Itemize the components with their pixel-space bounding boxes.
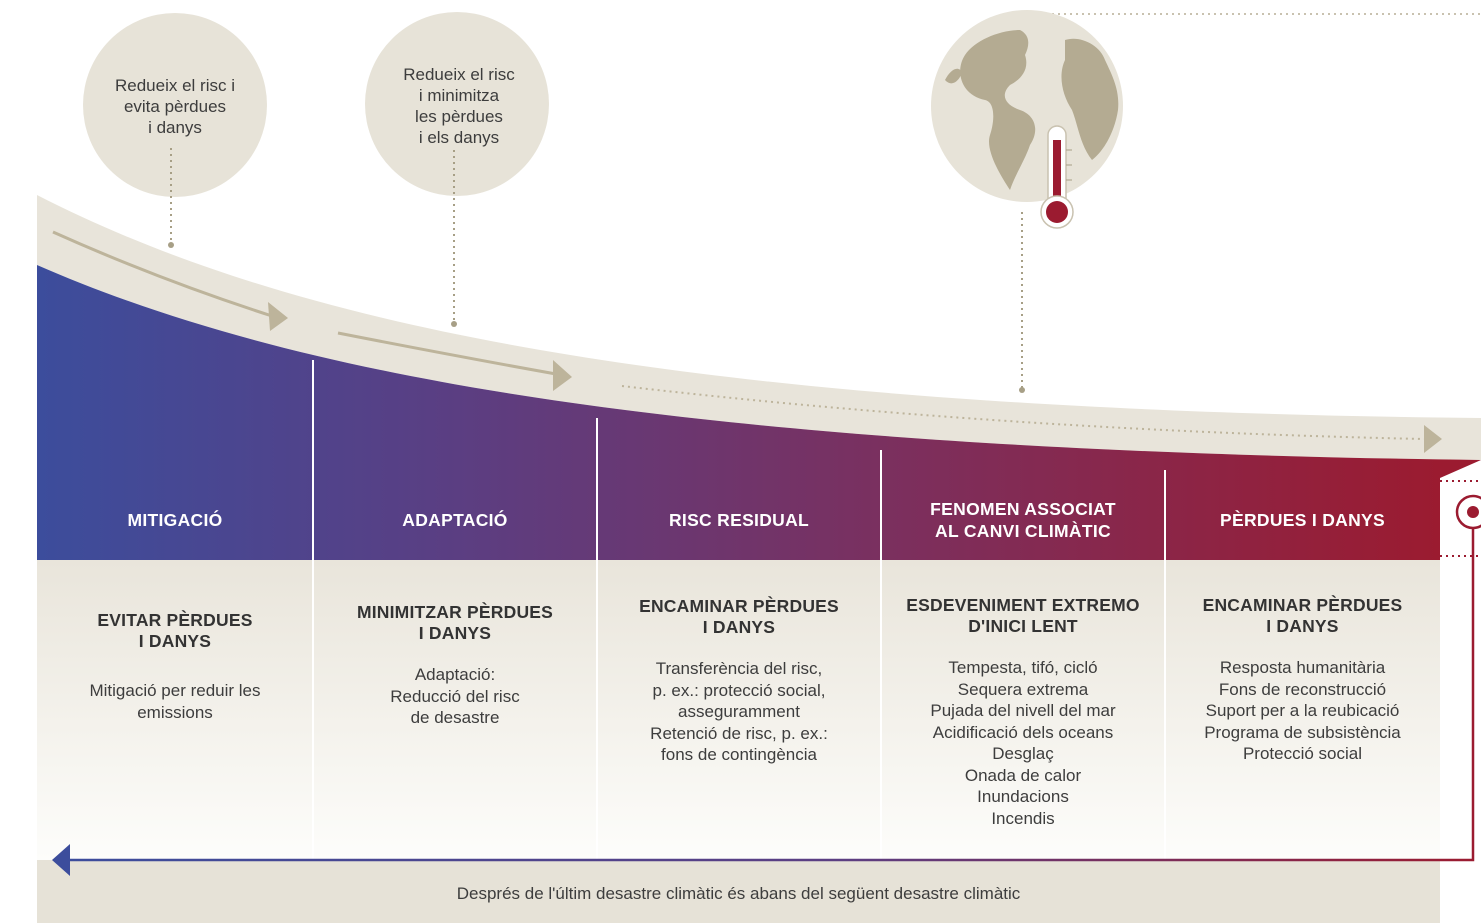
stage-label-mitigation: MITIGACIÓ [127,510,223,530]
target-icon [1455,494,1481,530]
column-body: Transferència del risc, p. ex.: protecci… [650,659,828,764]
column-title: EVITAR PÈRDUES I DANYS [97,610,253,651]
arrow-mitigation [52,230,288,331]
column-mitigation: EVITAR PÈRDUES I DANYS Mitigació per red… [37,562,313,906]
globe-icon [931,10,1123,202]
bubble-2-dot [451,321,457,327]
column-title: ENCAMINAR PÈRDUES I DANYS [639,596,839,637]
stage-label-loss-damage: PÈRDUES I DANYS [1220,510,1385,530]
bubble-1 [83,13,267,197]
globe-dot [1019,387,1025,393]
column-title: ESDEVENIMENT EXTREMO D'INICI LENT [906,595,1140,636]
footer-band [37,860,1440,923]
arrow-dotted [621,385,1442,453]
stage-gradient-band [37,265,1481,560]
thermometer-icon [1040,125,1074,229]
column-title: ENCAMINAR PÈRDUES I DANYS [1202,595,1403,636]
bubble-1-text: Redueix el risc i evita pèrdues i danys [115,76,235,137]
column-body: Tempesta, tifó, cicló Sequera extrema Pu… [930,658,1116,828]
bubble-1-dot [168,242,174,248]
column-adaptation: MINIMITZAR PÈRDUES I DANYS Adaptació: Re… [313,562,597,898]
footer-caption: Després de l'últim desastre climàtic és … [456,884,1021,903]
arrow-left-icon [52,844,70,876]
bubble-2-text: Redueix el risc i minimitza les pèrdues … [403,65,515,147]
cycle-return-line [66,528,1475,862]
stage-label-adaptation: ADAPTACIÓ [402,510,508,530]
column-dividers [312,360,1166,860]
column-body: Resposta humanitària Fons de reconstrucc… [1204,658,1401,763]
lower-panel [37,560,1440,860]
column-title: MINIMITZAR PÈRDUES I DANYS [356,602,554,643]
column-climate-phenomenon: ESDEVENIMENT EXTREMO D'INICI LENT Tempes… [881,562,1165,891]
stage-label-climate-phenomenon: FENOMEN ASSOCIAT AL CANVI CLIMÀTIC [930,499,1116,541]
arrow-adaptation [337,331,572,391]
bubble-2 [365,12,549,196]
stage-label-residual-risk: RISC RESIDUAL [668,510,810,530]
column-residual-risk: ENCAMINAR PÈRDUES I DANYS Transferència … [597,562,881,892]
timeline-band [37,195,1481,460]
column-body: Adaptació: Reducció del risc de desastre [390,665,520,727]
column-body: Mitigació per reduir les emissions [89,681,261,722]
column-loss-damage: ENCAMINAR PÈRDUES I DANYS Resposta human… [1165,562,1440,891]
